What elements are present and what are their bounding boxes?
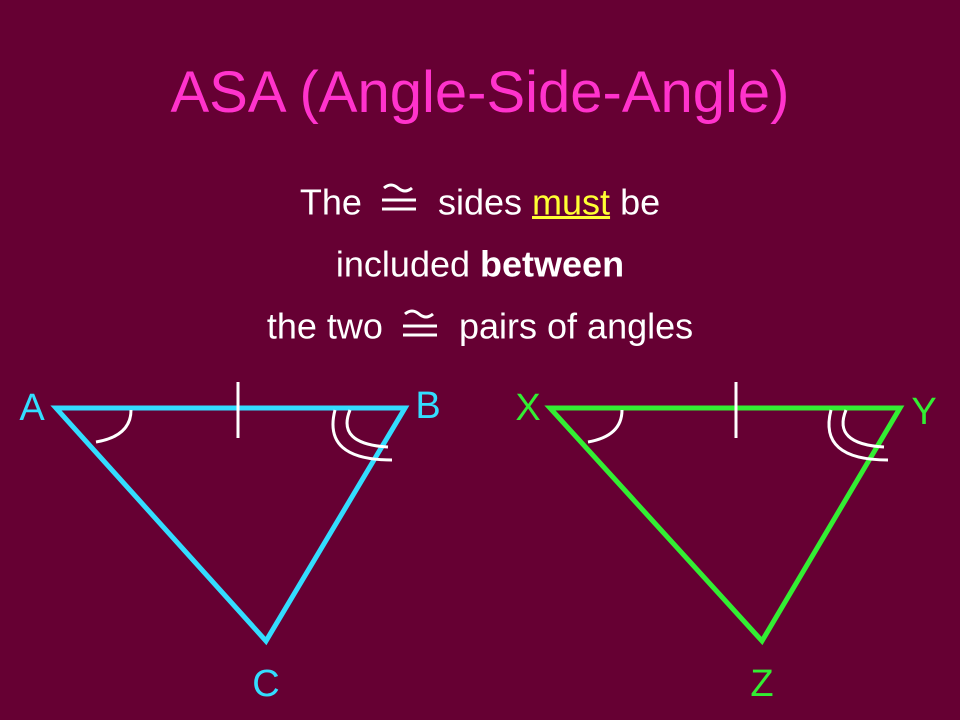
- vertex-label-z: Z: [750, 663, 773, 705]
- vertex-label-c: C: [252, 663, 279, 705]
- page-title: ASA (Angle-Side-Angle): [170, 60, 790, 125]
- line2-between: between: [480, 243, 625, 285]
- congruent-symbol-icon: [381, 183, 416, 211]
- text-line-3: the two pairs of angles: [0, 302, 960, 348]
- angle-y-inner-arc: [841, 409, 885, 449]
- vertex-label-a: A: [19, 387, 45, 429]
- line1-be: be: [620, 181, 661, 223]
- triangle-xyz: X Y Z: [515, 382, 937, 705]
- triangle-abc-outline: [50, 405, 410, 646]
- line3-the-two: the two: [266, 305, 383, 347]
- line1-must: must: [532, 181, 611, 223]
- vertex-label-y: Y: [911, 391, 936, 433]
- text-line-1: The sides must be: [0, 178, 960, 224]
- angle-b-outer-arc: [331, 409, 393, 462]
- line1-the: The: [299, 181, 362, 223]
- vertex-label-b: B: [415, 385, 440, 427]
- line3-pairs: pairs of angles: [458, 305, 694, 347]
- line2-included: included: [335, 243, 471, 285]
- triangle-abc: A B C: [19, 382, 441, 705]
- angle-a-arc: [95, 409, 133, 444]
- text-line-2: included between: [0, 240, 960, 286]
- congruent-symbol-icon: [402, 309, 437, 337]
- angle-b-inner-arc: [345, 409, 389, 449]
- vertex-label-x: X: [515, 387, 540, 429]
- line1-sides: sides: [437, 181, 523, 223]
- angle-y-outer-arc: [827, 409, 889, 462]
- angle-x-arc: [587, 409, 624, 444]
- triangle-xyz-outline: [544, 405, 905, 646]
